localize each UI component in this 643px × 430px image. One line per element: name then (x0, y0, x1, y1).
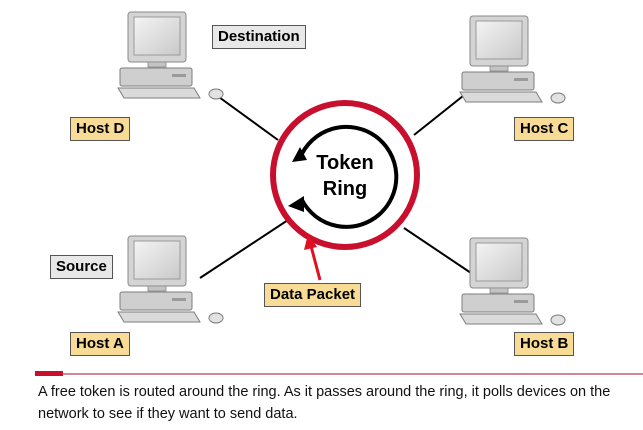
computer-host-b-icon (459, 237, 566, 326)
computer-host-d-icon (117, 11, 224, 100)
data-packet-label: Data Packet (264, 283, 362, 307)
link-host-d (211, 91, 279, 141)
data-packet-arrowhead-icon (304, 234, 317, 250)
link-host-c (413, 91, 469, 136)
caption-accent-bar (35, 371, 63, 376)
ring-rotation-arrow-icon (298, 124, 399, 229)
computer-host-c-icon (459, 15, 566, 104)
caption-text: A free token is routed around the ring. … (38, 384, 611, 422)
host-c-label: Host C (514, 117, 575, 141)
token-ring-diagram: Token Ring (117, 11, 566, 326)
destination-label: Destination (212, 25, 306, 49)
host-a-label: Host A (70, 332, 130, 356)
arrowhead-top-icon (292, 147, 307, 162)
ring-label-line1: Token (316, 152, 373, 174)
link-host-a (199, 219, 289, 279)
data-packet-arrow (309, 245, 322, 281)
source-label: Source (50, 255, 113, 279)
ring-label-line2: Ring (323, 178, 367, 200)
host-b-label: Host B (514, 332, 575, 356)
host-d-label: Host D (70, 117, 131, 141)
link-host-b (403, 227, 475, 276)
arrowhead-bottom-icon (288, 196, 304, 212)
computer-host-a-icon (117, 235, 224, 324)
caption-divider (35, 373, 643, 375)
